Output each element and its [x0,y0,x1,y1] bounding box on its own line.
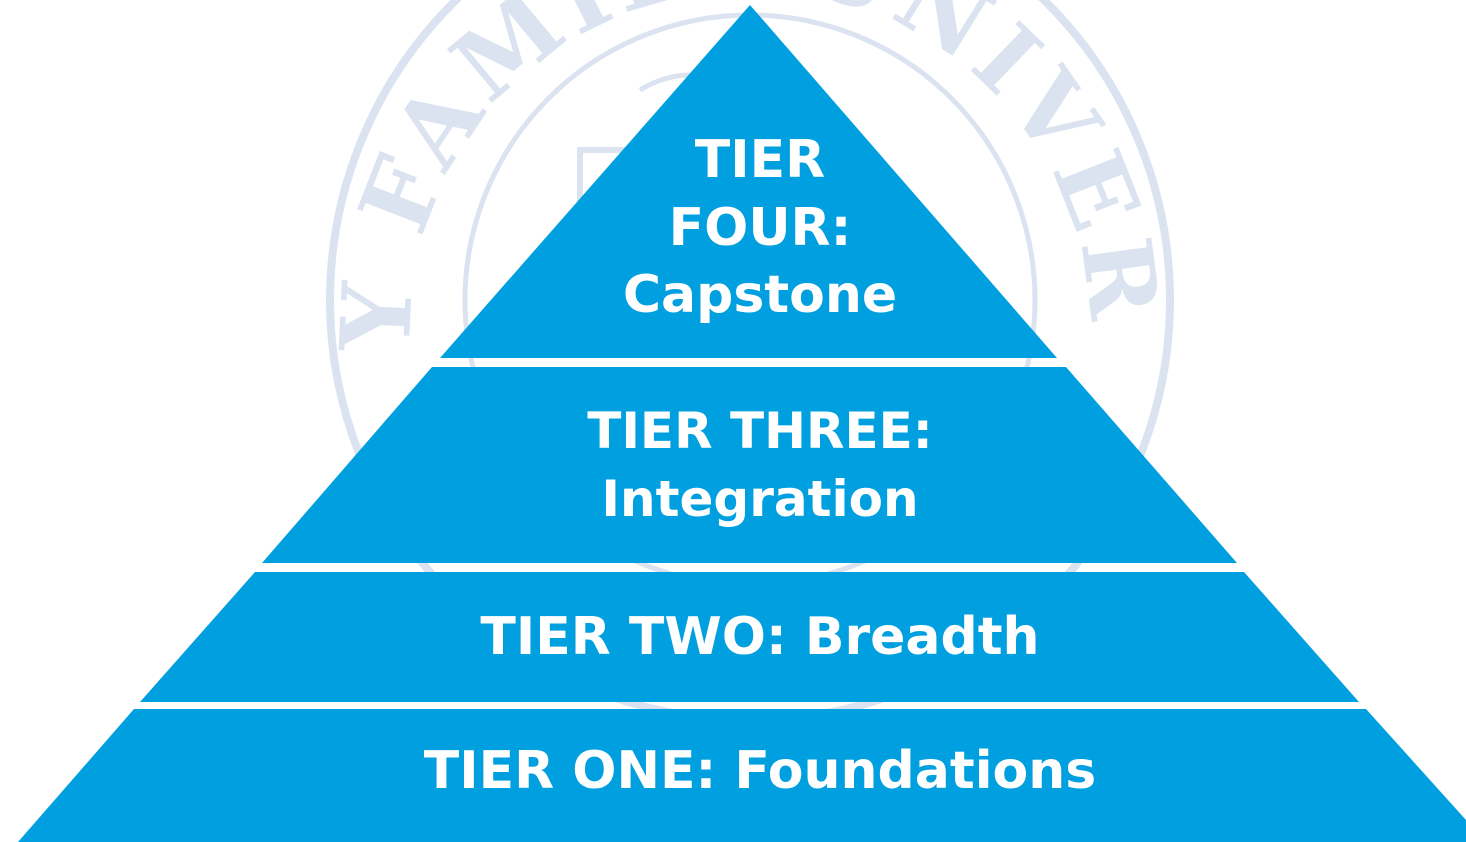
tier-three-label-line-1: TIER THREE: [587,402,933,460]
tier-four-band [440,5,1057,358]
tier-three-label-line-2: Integration [601,470,918,528]
pyramid-tiers [18,5,1466,842]
tier-four-label-line-2: FOUR: [669,198,852,258]
tier-two-label: TIER TWO: Breadth [480,607,1039,667]
tier-one-band [18,709,1466,842]
tier-two-band [140,572,1359,702]
pyramid-labels: TIER FOUR: Capstone TIER THREE: Integrat… [424,130,1097,801]
tier-four-label-line-3: Capstone [623,265,897,325]
tier-four-label-line-1: TIER [695,130,825,190]
tier-one-label: TIER ONE: Foundations [424,741,1097,801]
tier-three-band [262,367,1237,563]
